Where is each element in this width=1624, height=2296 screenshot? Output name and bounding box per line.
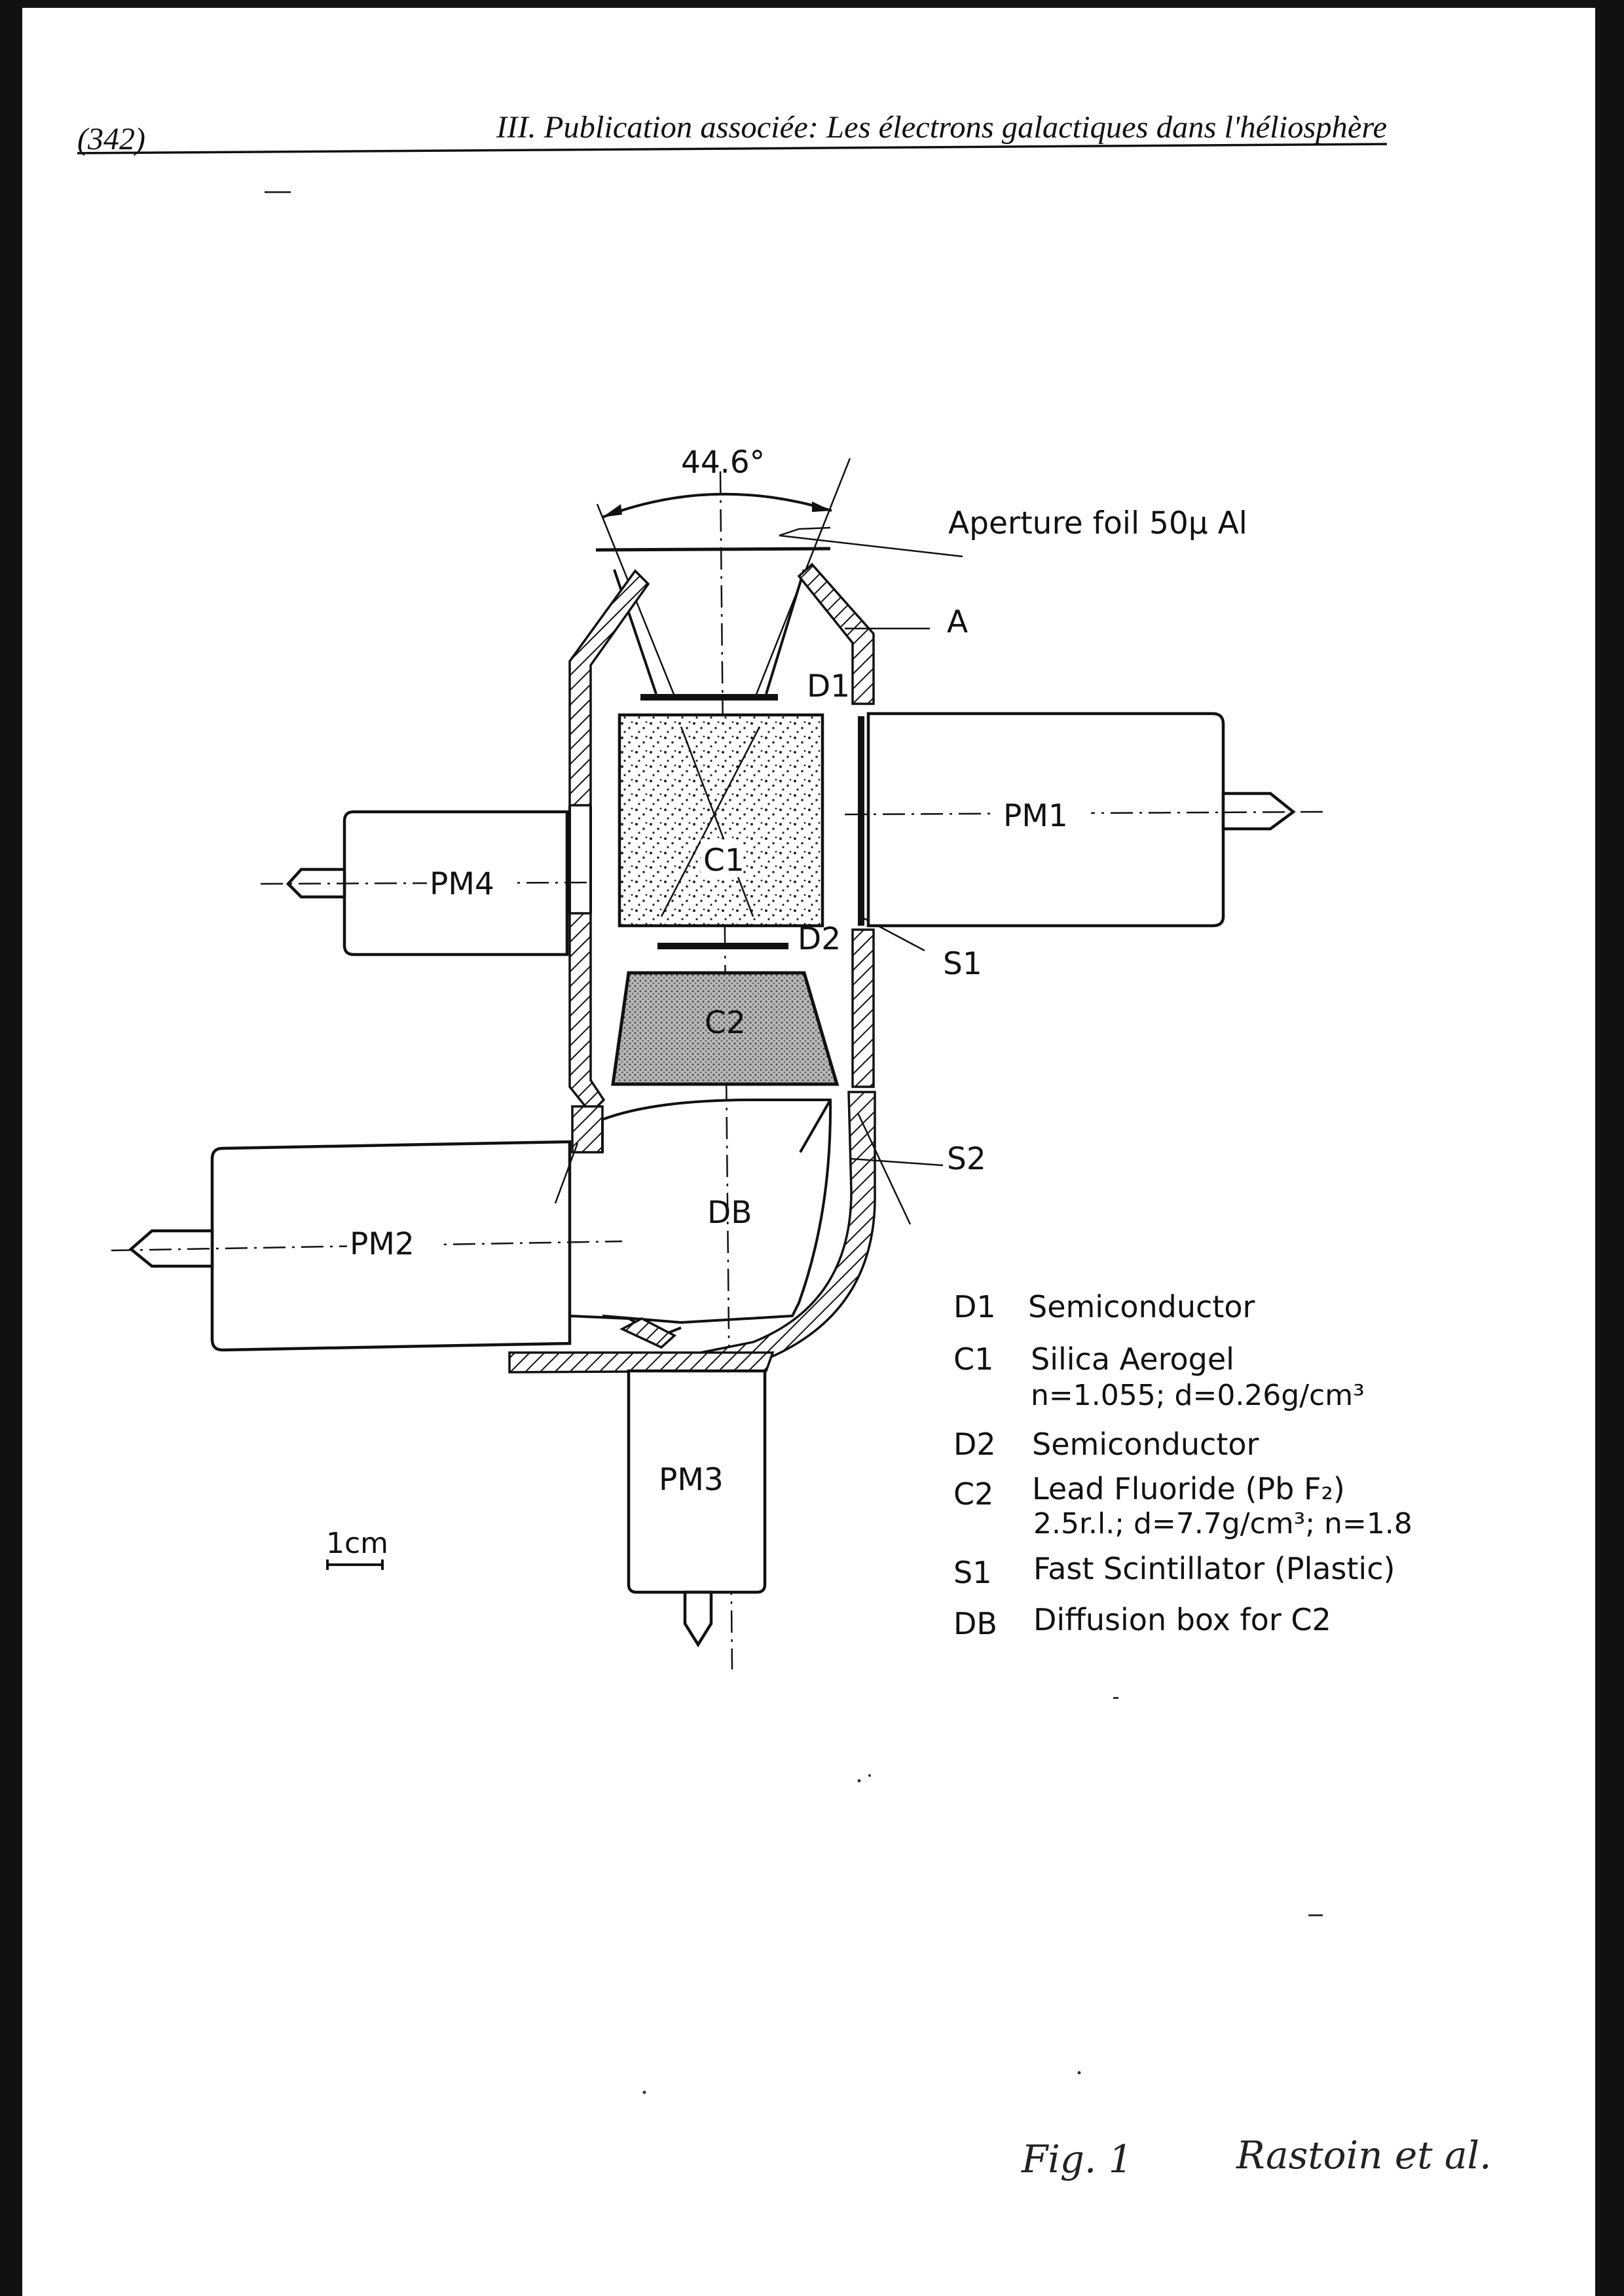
- scan-specks: [265, 191, 1323, 2094]
- legend-code: S1: [953, 1555, 991, 1590]
- housing-wall-right-mid: [851, 928, 875, 1088]
- legend-desc: Silica Aerogel: [1031, 1341, 1234, 1377]
- pm4-axis: [260, 881, 590, 885]
- label-pm4: PM4: [430, 866, 494, 902]
- fig-label: Fig. 1: [1021, 2137, 1133, 2181]
- legend-desc: Lead Fluoride (Pb F₂): [1032, 1471, 1345, 1506]
- c1-cross-b: [660, 726, 761, 917]
- c1-label-bg: [701, 839, 743, 877]
- db-inner-wall: [799, 1099, 832, 1153]
- pm3-pin: [683, 1590, 713, 1648]
- scan-left-edge: [0, 0, 22, 2296]
- legend-code: DB: [953, 1606, 997, 1641]
- pm1-pin: [1221, 792, 1296, 831]
- legend-item-s1: S1 Fast Scintillator (Plastic): [953, 1551, 1395, 1590]
- label-a: A: [947, 604, 968, 640]
- s1-scintillator: [858, 716, 864, 926]
- label-d2: D2: [798, 921, 841, 957]
- label-s1: S1: [943, 946, 982, 982]
- pm4-label-bg: [427, 864, 511, 902]
- legend-item-d1: D1 Semiconductor: [953, 1289, 1255, 1324]
- pm2-window-edge: [554, 1142, 579, 1204]
- s2-leader-b: [851, 1157, 944, 1167]
- pm1-label-bg: [993, 792, 1091, 831]
- housing-wall-right-lower: [686, 1091, 876, 1375]
- aperture-leader-hook: [779, 526, 831, 537]
- c1-cross-a: [680, 726, 754, 917]
- angle-arc: [602, 492, 832, 519]
- label-c2: C2: [705, 1005, 746, 1041]
- legend-code: C2: [953, 1476, 993, 1512]
- legend-desc: Diffusion box for C2: [1033, 1602, 1331, 1637]
- angle-arrow-right: [812, 501, 832, 512]
- label-pm3: PM3: [659, 1462, 724, 1498]
- scan-top-edge: [0, 0, 1624, 8]
- legend-code: D2: [953, 1427, 996, 1462]
- angle-label: 44.6°: [681, 445, 765, 481]
- scale-label: 1cm: [326, 1527, 388, 1560]
- legend-code: D1: [953, 1289, 996, 1324]
- label-s2: S2: [947, 1141, 986, 1177]
- authors-label: Rastoin et al.: [1236, 2133, 1492, 2178]
- legend-desc: Fast Scintillator (Plastic): [1033, 1551, 1395, 1586]
- running-title: III. Publication associée: Les électrons…: [496, 110, 1387, 145]
- c2-lead-fluoride: [611, 971, 840, 1086]
- handwritten-caption: Fig. 1 Rastoin et al.: [1021, 2133, 1492, 2181]
- legend: D1 Semiconductor C1 Silica Aerogel n=1.0…: [953, 1289, 1412, 1641]
- pm3-label-bg: [655, 1460, 736, 1499]
- c1-silica-aerogel: [618, 713, 824, 928]
- pm2-pin: [128, 1229, 214, 1268]
- label-pm1: PM1: [1003, 798, 1068, 834]
- pm2-label-bg: [347, 1226, 439, 1265]
- page-header: (342) III. Publication associée: Les éle…: [77, 110, 1388, 156]
- aperture-foil: [595, 547, 831, 552]
- base-plate: [508, 1351, 775, 1374]
- label-c1: C1: [703, 843, 745, 879]
- header-rule: [77, 143, 1388, 155]
- legend-desc: Semiconductor: [1032, 1427, 1259, 1462]
- page-number: (342): [77, 122, 145, 156]
- legend-desc: Semiconductor: [1028, 1289, 1255, 1324]
- pm2-clip: [619, 1317, 677, 1349]
- legend-item-c2: C2 Lead Fluoride (Pb F₂) 2.5r.l.; d=7.7g…: [953, 1471, 1412, 1540]
- legend-sub: n=1.055; d=0.26g/cm³: [1031, 1379, 1365, 1412]
- housing-wall-left-mid: [568, 912, 606, 1115]
- legend-code: C1: [953, 1341, 993, 1377]
- legend-sub: 2.5r.l.; d=7.7g/cm³; n=1.8: [1033, 1507, 1412, 1540]
- detector-diagram: 44.6° Aperture foil 50µ Al D1 C1 D2: [111, 445, 1323, 1670]
- pm2-axis: [111, 1240, 623, 1252]
- diffusion-box: [601, 1099, 832, 1324]
- legend-item-d2: D2 Semiconductor: [953, 1427, 1259, 1462]
- aperture-label: Aperture foil 50µ Al: [948, 505, 1247, 541]
- scan-right-edge: [1595, 0, 1624, 2296]
- label-db: DB: [707, 1195, 752, 1231]
- label-pm2: PM2: [350, 1226, 415, 1262]
- d2-semiconductor: [657, 943, 788, 949]
- aperture-leader: [779, 534, 963, 558]
- legend-item-db: DB Diffusion box for C2: [953, 1602, 1331, 1641]
- d1-semiconductor: [640, 694, 778, 701]
- label-d1: D1: [807, 668, 850, 704]
- cone-inner-right: [765, 569, 805, 695]
- legend-item-c1: C1 Silica Aerogel n=1.055; d=0.26g/cm³: [953, 1341, 1365, 1412]
- angle-arrow-left: [602, 504, 622, 517]
- housing-wall-right-upper: [797, 562, 875, 705]
- s2-leader: [857, 1112, 912, 1225]
